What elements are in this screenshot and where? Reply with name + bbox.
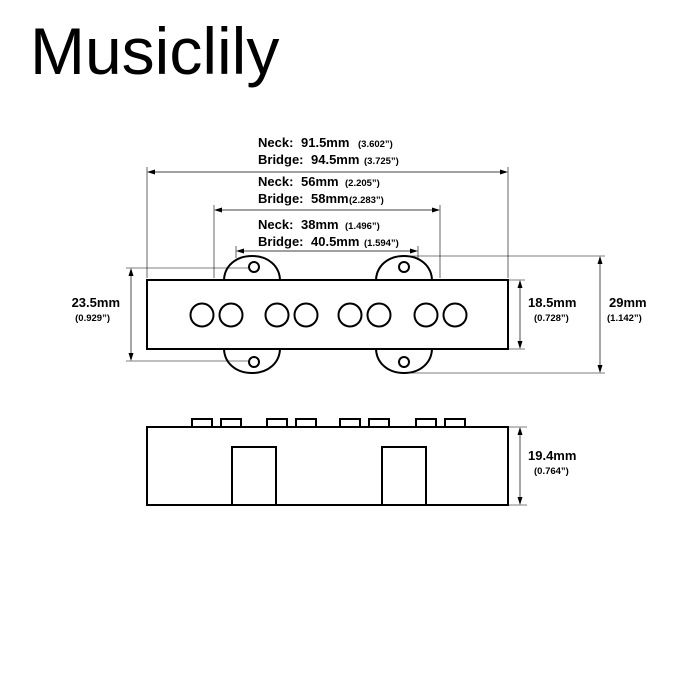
body-bridge-label: Bridge: [258, 191, 304, 206]
side-height-imperial: (0.764”) [534, 466, 569, 477]
outer-height-value: 29mm [609, 295, 647, 310]
mount-neck-value: 38mm [301, 217, 339, 232]
pole-piece-icon [442, 302, 468, 328]
outer-height-imperial: (1.142”) [607, 313, 642, 324]
pole-piece-icon [218, 302, 244, 328]
arrow-up-icon [597, 256, 603, 264]
overall-neck-label: Neck: [258, 135, 293, 150]
arrow-left-icon [236, 248, 244, 254]
overall-bridge-imperial: (3.725”) [364, 156, 399, 167]
screw-hole-icon [398, 356, 410, 368]
mount-bridge-imperial: (1.594”) [364, 238, 399, 249]
left-height-imperial: (0.929”) [75, 313, 110, 324]
arrow-right-icon [432, 207, 440, 213]
screw-hole-icon [248, 261, 260, 273]
mount-tab-side-left [231, 446, 277, 506]
pole-piece-icon [293, 302, 319, 328]
arrow-up-icon [517, 280, 523, 288]
pickup-body-side-view [146, 426, 509, 506]
body-bridge-imperial: (2.283”) [349, 195, 384, 206]
overall-neck-imperial: (3.602”) [358, 139, 393, 150]
pole-top-side [266, 418, 288, 428]
mount-bridge-label: Bridge: [258, 234, 304, 249]
arrow-left-icon [147, 169, 155, 175]
arrow-down-icon [128, 353, 134, 361]
pole-top-side [339, 418, 361, 428]
pole-piece-icon [264, 302, 290, 328]
pole-top-side [295, 418, 317, 428]
pole-piece-icon [337, 302, 363, 328]
arrow-down-icon [517, 341, 523, 349]
mount-neck-imperial: (1.496”) [345, 221, 380, 232]
overall-neck-value: 91.5mm [301, 135, 349, 150]
left-height-value: 23.5mm [72, 295, 120, 310]
screw-hole-icon [248, 356, 260, 368]
arrow-up-icon [517, 427, 523, 435]
pole-top-side [444, 418, 466, 428]
mount-neck-label: Neck: [258, 217, 293, 232]
pole-top-side [220, 418, 242, 428]
body-neck-label: Neck: [258, 174, 293, 189]
brand-logo: Musiclily [30, 14, 280, 88]
pole-top-side [368, 418, 390, 428]
overall-bridge-label: Bridge: [258, 152, 304, 167]
pole-piece-icon [366, 302, 392, 328]
screw-hole-icon [398, 261, 410, 273]
pole-piece-icon [189, 302, 215, 328]
pole-top-side [415, 418, 437, 428]
side-height-value: 19.4mm [528, 448, 576, 463]
body-bridge-value: 58mm [311, 191, 349, 206]
body-neck-imperial: (2.205”) [345, 178, 380, 189]
arrow-left-icon [214, 207, 222, 213]
overall-bridge-value: 94.5mm [311, 152, 359, 167]
arrow-up-icon [128, 268, 134, 276]
mount-bridge-value: 40.5mm [311, 234, 359, 249]
mount-tab-side-right [381, 446, 427, 506]
inner-height-imperial: (0.728”) [534, 313, 569, 324]
pole-top-side [191, 418, 213, 428]
body-neck-value: 56mm [301, 174, 339, 189]
arrow-right-icon [410, 248, 418, 254]
inner-height-value: 18.5mm [528, 295, 576, 310]
pole-piece-icon [413, 302, 439, 328]
arrow-down-icon [517, 497, 523, 505]
arrow-right-icon [500, 169, 508, 175]
arrow-down-icon [597, 365, 603, 373]
